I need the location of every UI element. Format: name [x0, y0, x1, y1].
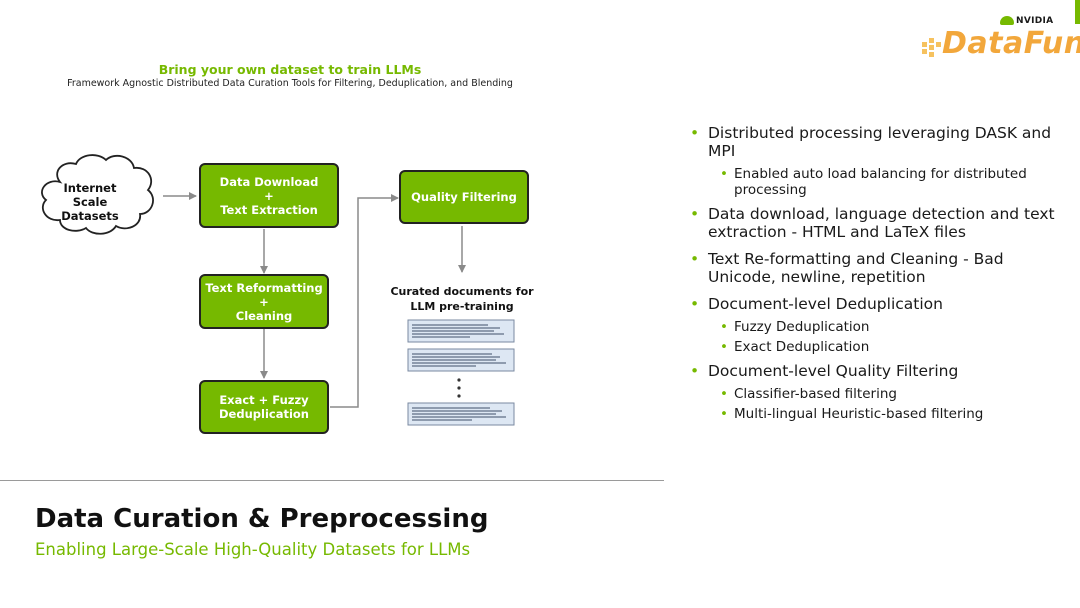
bullet-item: Data download, language detection and te… — [690, 205, 1060, 241]
output-line: Curated documents for — [390, 285, 534, 298]
output-line: LLM pre-training — [410, 300, 514, 313]
logo-dots-icon — [922, 38, 942, 58]
bullet-item: Distributed processing leveraging DASK a… — [690, 124, 1060, 160]
nvidia-logo-text: NVIDIA — [1016, 16, 1054, 26]
source-line: Datasets — [61, 209, 119, 223]
data-download-box: Data Download + Text Extraction — [199, 163, 339, 228]
bullet-item: Text Re-formatting and Cleaning - Bad Un… — [690, 250, 1060, 286]
logo-text: DataFun. — [942, 26, 1080, 61]
bullet-list: Distributed processing leveraging DASK a… — [690, 124, 1060, 429]
step-label: Text Reformatting — [205, 280, 323, 295]
source-line: Scale — [72, 195, 108, 209]
sub-bullet-item: Classifier-based filtering — [690, 386, 1060, 402]
flow-diagram-lines — [41, 154, 515, 426]
text-reformatting-box: Text Reformatting + Cleaning — [199, 274, 329, 329]
sub-bullet-item: Exact Deduplication — [690, 339, 1060, 355]
page-subtitle: Enabling Large-Scale High-Quality Datase… — [35, 540, 471, 559]
step-label: Deduplication — [219, 407, 309, 421]
cloud-shape — [41, 154, 154, 235]
step-plus: + — [259, 294, 269, 309]
diagram-subtitle: Framework Agnostic Distributed Data Cura… — [67, 78, 513, 89]
bullet-item: Document-level Quality Filtering — [690, 362, 1060, 380]
step-label: Data Download — [219, 174, 319, 189]
diagram-title: Bring your own dataset to train LLMs — [158, 62, 422, 77]
deduplication-box: Exact + Fuzzy Deduplication — [199, 380, 329, 434]
curated-documents-label: Curated documents for LLM pre-training — [386, 284, 538, 314]
accent-bar — [1075, 0, 1080, 24]
source-line: Internet — [63, 181, 117, 195]
step-label: Cleaning — [235, 308, 293, 323]
step-label: Text Extraction — [220, 202, 318, 217]
divider — [0, 480, 664, 481]
arrow-dedup-to-quality — [330, 194, 399, 408]
source-label: Internet Scale Datasets — [50, 181, 130, 223]
step-label: Quality Filtering — [411, 190, 517, 204]
sub-bullet-item: Enabled auto load balancing for distribu… — [690, 166, 1060, 198]
page-title: Data Curation & Preprocessing — [35, 504, 489, 534]
datafun-logo: NVIDIA DataFun. — [920, 14, 1080, 61]
ellipsis-dots — [457, 378, 461, 398]
step-label: Exact + Fuzzy — [219, 393, 309, 407]
step-plus: + — [264, 188, 274, 203]
document-icon — [407, 319, 515, 426]
sub-bullet-item: Multi-lingual Heuristic-based filtering — [690, 406, 1060, 422]
bullet-item: Document-level Deduplication — [690, 295, 1060, 313]
nvidia-eye-icon — [1000, 16, 1014, 25]
sub-bullet-item: Fuzzy Deduplication — [690, 319, 1060, 335]
quality-filtering-box: Quality Filtering — [399, 170, 529, 224]
